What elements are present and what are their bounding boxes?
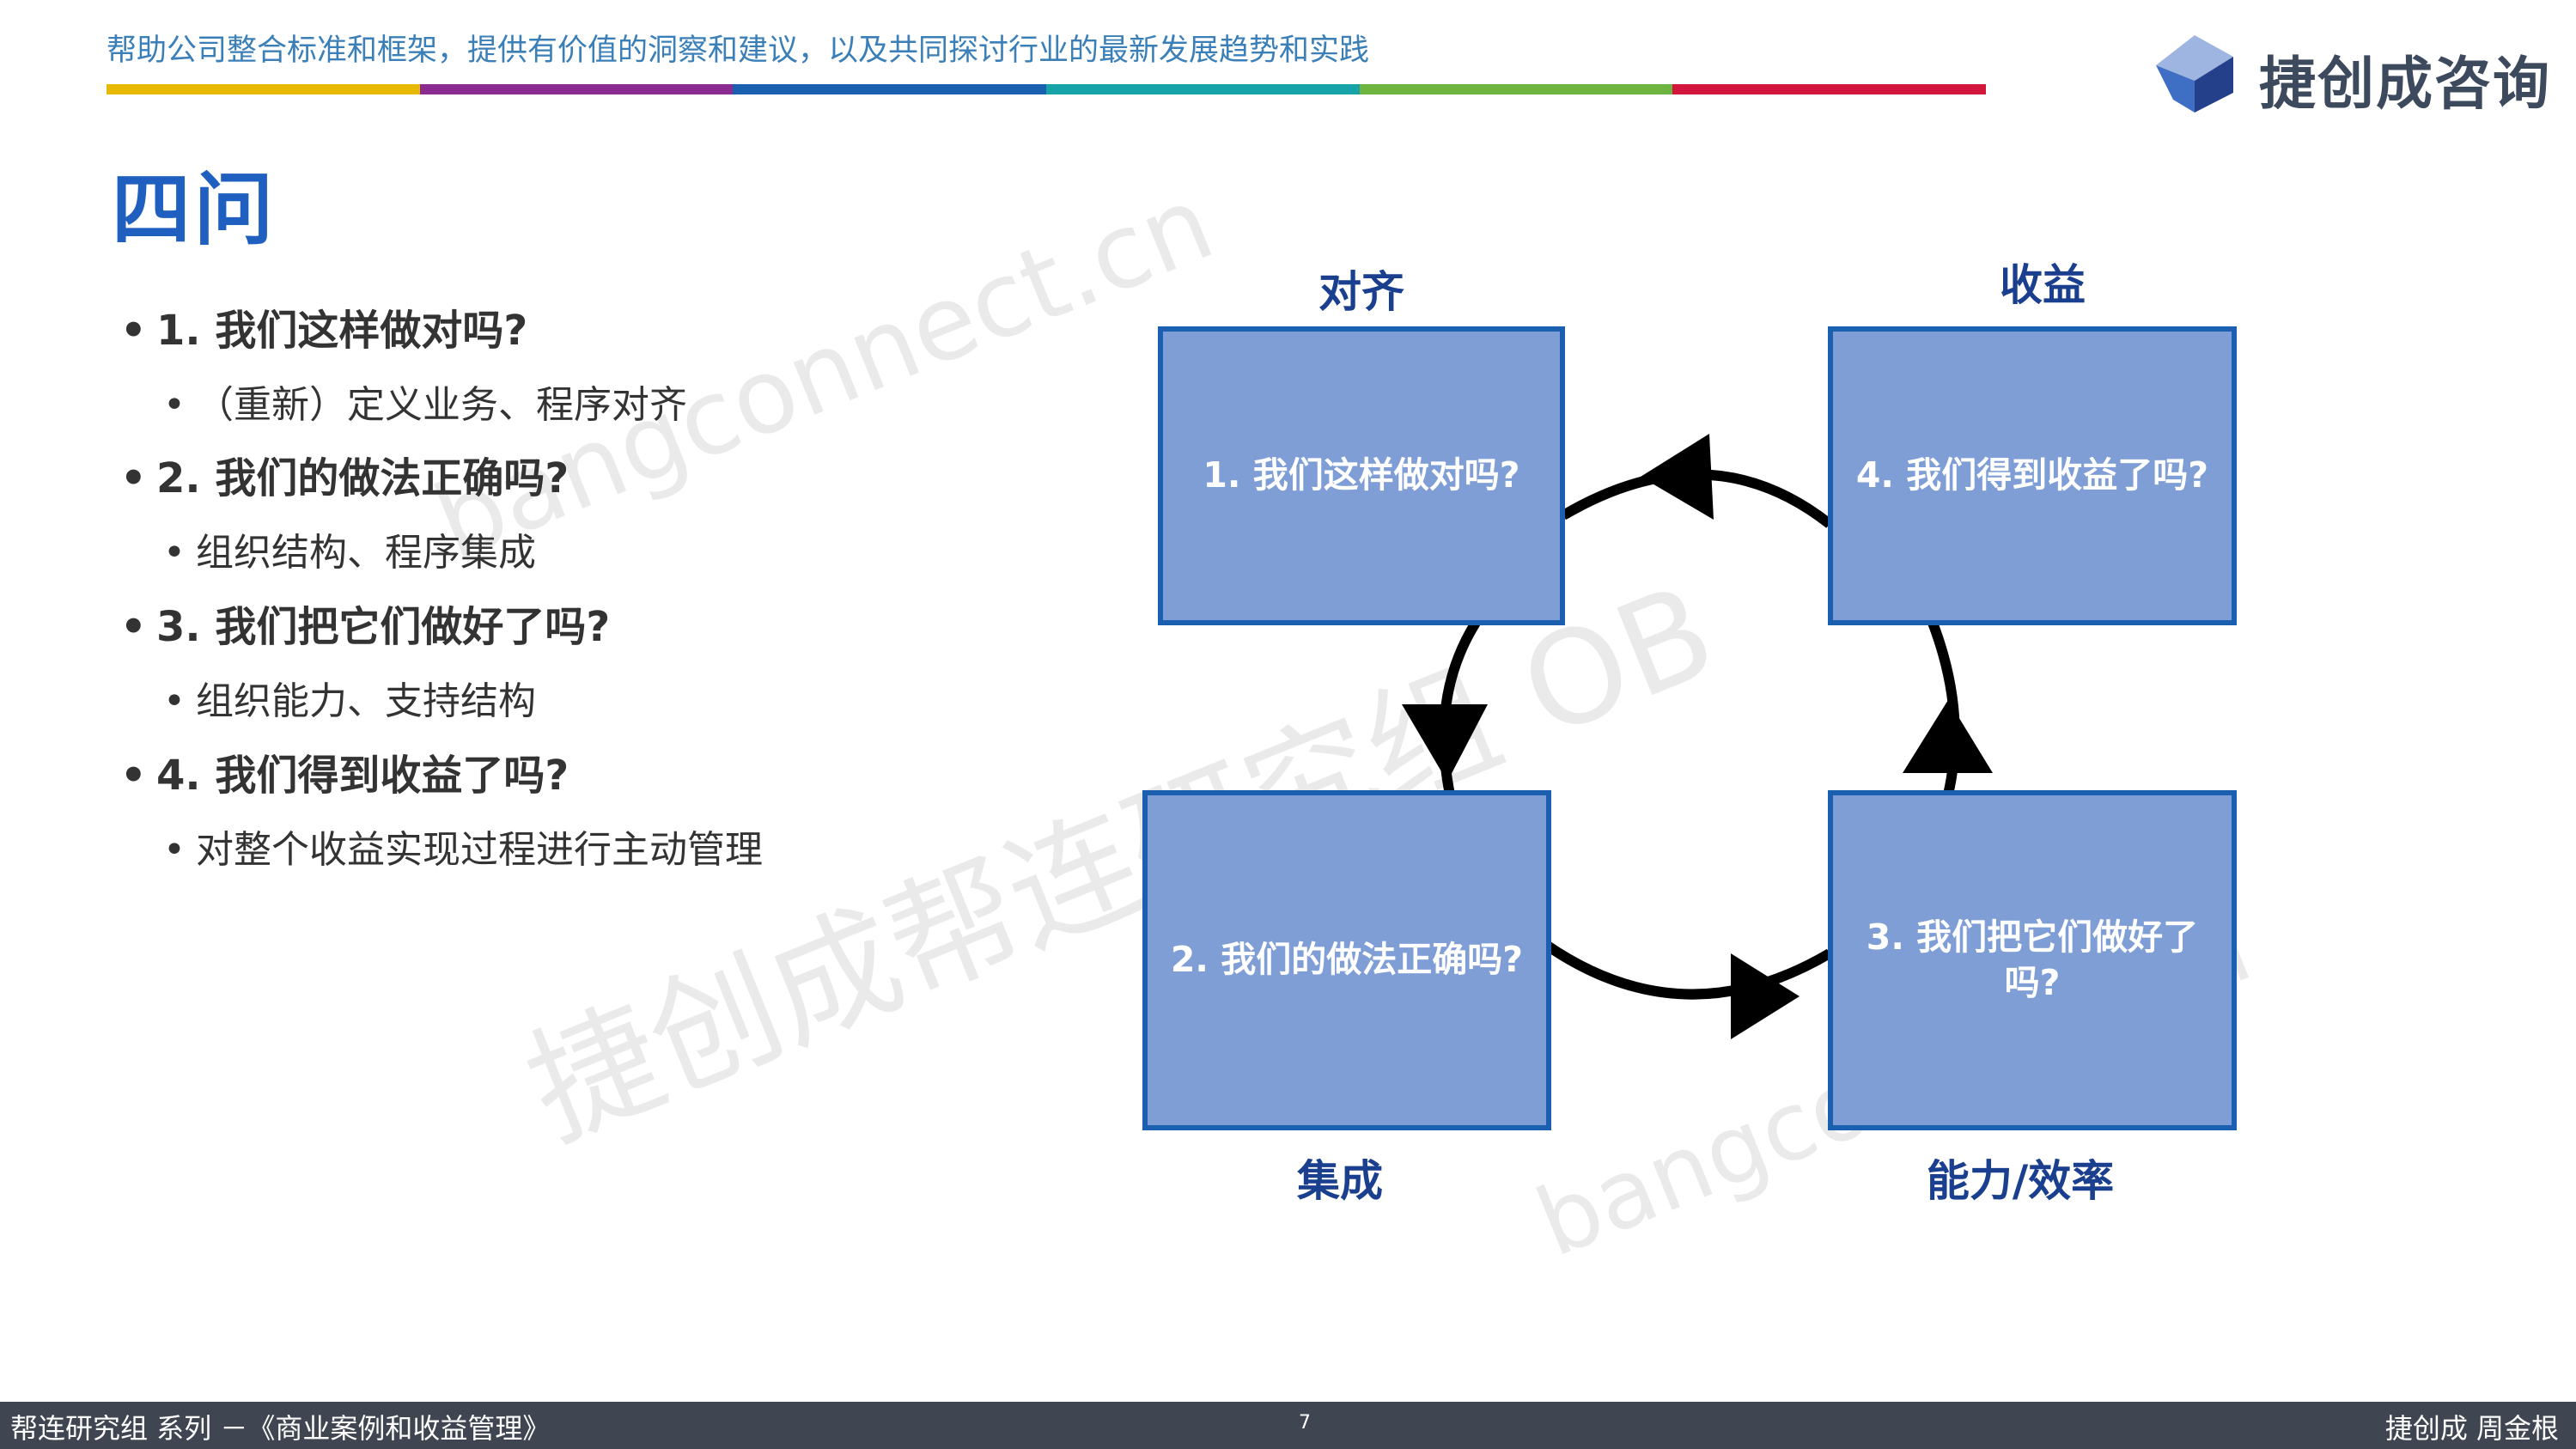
bullet-glyph: • [163,828,186,872]
label-integration: 集成 [1297,1156,1383,1206]
logo-text: 捷创成咨询 [2259,51,2551,117]
color-bar-segment [733,84,1047,94]
bullet-glyph: • [120,752,147,800]
label-alignment: 对齐 [1318,267,1404,317]
label-benefits: 收益 [2000,260,2086,310]
question-text: 2. 我们的做法正确吗? [156,454,569,502]
bullet-glyph: • [120,603,147,651]
color-bar-segment [419,84,734,94]
label-capability: 能力/效率 [1926,1156,2115,1206]
question-text: 3. 我们把它们做好了吗? [156,603,611,651]
question-text: 1. 我们这样做对吗? [156,307,528,355]
subitem-text: 组织能力、支持结构 [196,679,536,723]
cube-logo-icon [2156,35,2233,113]
footer-author: 捷创成 周金根 [2384,1412,2559,1445]
arc-bottom [1543,941,1833,1000]
cycle-box-2: 2. 我们的做法正确吗? [1142,790,1551,1130]
bullet-glyph: • [120,454,147,502]
color-bar-segment [1359,84,1673,94]
arrowhead-right [1731,953,1800,1039]
cycle-box-3: 3. 我们把它们做好了吗? [1828,790,2237,1130]
list-item: •2. 我们的做法正确吗? [120,444,569,504]
footer-series: 帮连研究组 系列 －《商业案例和收益管理》 [10,1412,551,1445]
subitem-text: 组织结构、程序集成 [196,531,536,575]
list-subitem: •组织结构、程序集成 [163,521,536,576]
list-item: •1. 我们这样做对吗? [120,296,527,356]
color-bar-segment [1046,84,1360,94]
arrowhead-up [1903,700,1993,773]
bullet-glyph: • [163,531,186,575]
subitem-text: （重新）定义业务、程序对齐 [196,383,687,427]
subitem-text: 对整个收益实现过程进行主动管理 [196,828,763,872]
color-bar-segment [107,84,420,94]
page-title: 四问 [112,164,277,256]
bullet-glyph: • [163,679,186,723]
footer-bar: 帮连研究组 系列 －《商业案例和收益管理》 7 捷创成 周金根 [0,1402,2576,1449]
bullet-glyph: • [163,383,186,427]
cycle-box-4: 4. 我们得到收益了吗? [1828,326,2237,625]
question-text: 4. 我们得到收益了吗? [156,752,569,800]
cycle-box-1: 1. 我们这样做对吗? [1158,326,1565,625]
bullet-glyph: • [120,307,147,355]
list-subitem: •（重新）定义业务、程序对齐 [163,374,687,429]
list-item: •3. 我们把它们做好了吗? [120,593,610,653]
header-color-bar [107,84,1987,94]
arrowhead-left [1641,434,1714,520]
list-subitem: •组织能力、支持结构 [163,670,536,725]
arrowhead-down [1402,704,1488,782]
company-logo: 捷创成咨询 [2147,31,2549,117]
header-tagline: 帮助公司整合标准和框架，提供有价值的洞察和建议，以及共同探讨行业的最新发展趋势和… [107,33,1370,68]
color-bar-segment [1672,84,1987,94]
page-number: 7 [1299,1412,1311,1434]
list-subitem: •对整个收益实现过程进行主动管理 [163,819,763,874]
list-item: •4. 我们得到收益了吗? [120,741,569,801]
